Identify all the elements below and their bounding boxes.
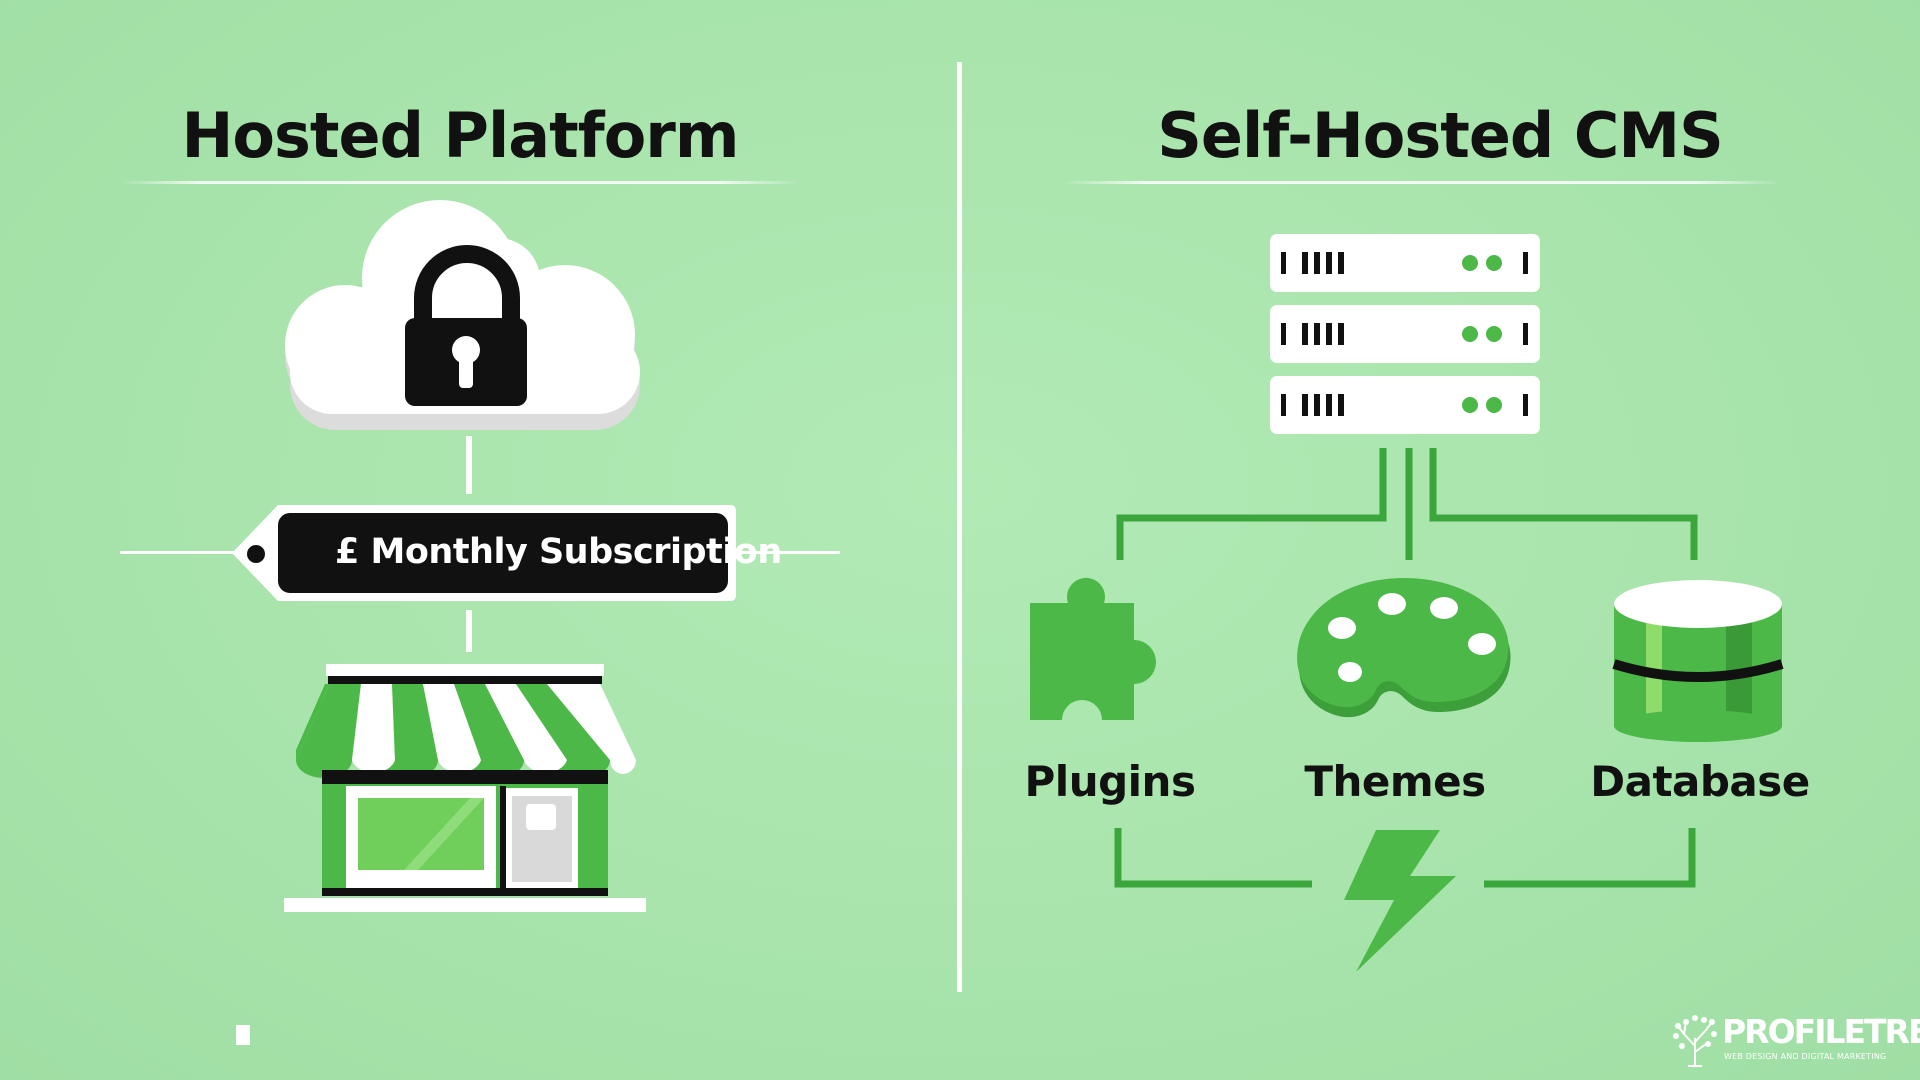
storefront-icon	[284, 664, 646, 912]
slide-marker	[236, 1025, 250, 1045]
tree-icon	[1673, 1015, 1717, 1067]
padlock-icon	[405, 245, 527, 406]
tag-left-line	[120, 551, 240, 554]
price-tag-icon	[232, 505, 736, 601]
center-divider	[957, 62, 962, 992]
paint-palette-icon	[1297, 578, 1511, 718]
right-heading-underline	[1060, 181, 1780, 184]
puzzle-piece-icon	[1030, 577, 1156, 720]
tag-to-store-connector	[466, 610, 472, 652]
hosted-platform-heading: Hosted Platform	[181, 99, 740, 172]
brand-name: PROFILETREE	[1722, 1012, 1920, 1051]
tag-right-line	[730, 551, 840, 554]
brand-logo: PROFILETREE WEB DESIGN AND DIGITAL MARKE…	[1668, 1008, 1920, 1070]
left-heading-underline	[120, 181, 800, 184]
self-hosted-cms-heading: Self-Hosted CMS	[1157, 99, 1723, 172]
database-icon	[1612, 580, 1784, 742]
themes-label: Themes	[1304, 757, 1486, 806]
database-label: Database	[1590, 757, 1810, 806]
brand-tagline: WEB DESIGN AND DIGITAL MARKETING	[1724, 1052, 1887, 1061]
bottom-connector-lines	[1114, 828, 1696, 888]
server-rack-icon	[1270, 234, 1540, 434]
plugins-label: Plugins	[1024, 757, 1196, 806]
server-connector-lines	[1116, 448, 1698, 560]
cloud-to-tag-connector	[466, 436, 472, 494]
lightning-bolt-icon	[1344, 830, 1456, 972]
monthly-subscription-label: £ Monthly Subscription	[335, 532, 782, 572]
